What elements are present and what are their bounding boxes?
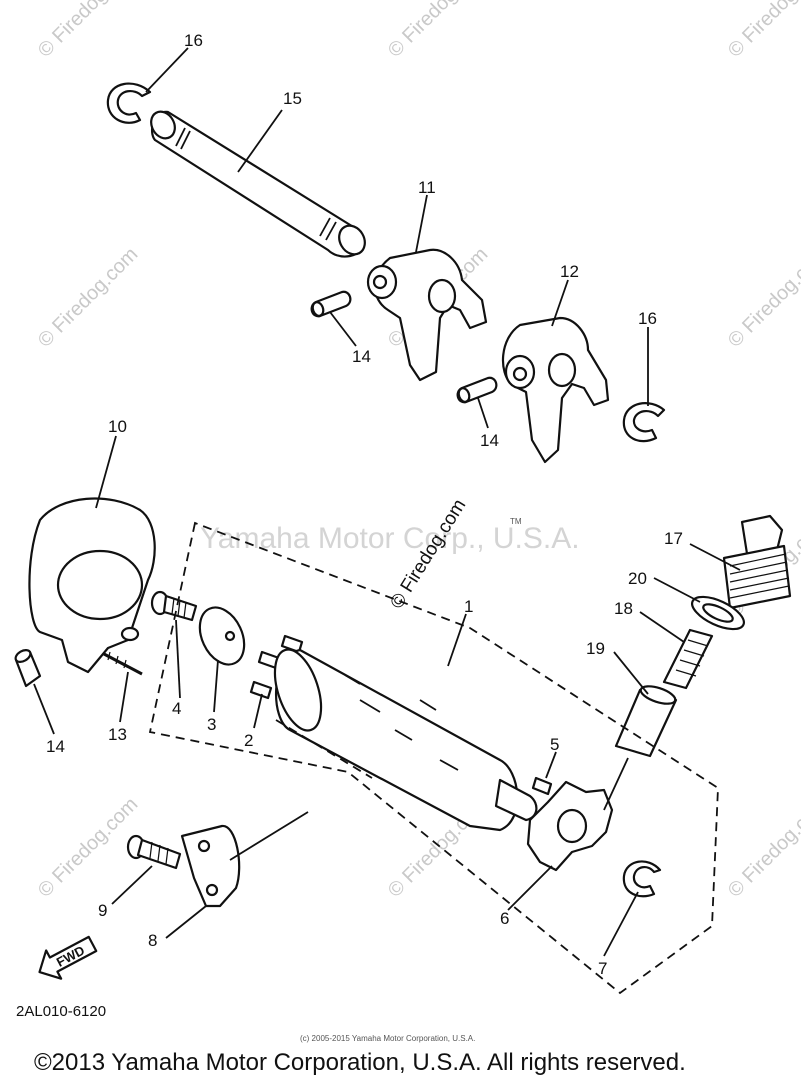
callout-1: 1: [464, 597, 473, 616]
callout-16: 16: [638, 309, 657, 328]
callout-4: 4: [172, 699, 181, 718]
callout-19: 19: [586, 639, 605, 658]
part-3-plate: [198, 606, 246, 666]
callout-14: 14: [480, 431, 499, 450]
part-6-segment: [526, 780, 614, 872]
callout-14: 14: [46, 737, 65, 756]
part-20-gasket: [691, 595, 745, 631]
part-4-screw: [150, 590, 198, 622]
watermark-site: © Firedog.com: [384, 0, 493, 62]
part-14-pin-b: [456, 376, 498, 404]
callout-16: 16: [184, 31, 203, 50]
assembly-outline: [148, 521, 719, 995]
part-5-pin: [531, 776, 553, 796]
diagram-code: 2AL010-6120: [16, 1003, 106, 1020]
part-17-plug-bolt: [722, 514, 792, 610]
callout-20: 20: [628, 569, 647, 588]
watermark-site: © Firedog.com: [34, 793, 143, 902]
part-7-circlip: [622, 860, 662, 898]
part-13-spring-pin: [103, 651, 143, 676]
callout-labels: 16 15 11 12 16 14 14 10 1 4 3 2 5 6 7 8 …: [46, 31, 683, 978]
small-copyright: (c) 2005-2015 Yamaha Motor Corporation, …: [300, 1034, 475, 1043]
watermark-site: © Firedog.com: [724, 0, 801, 62]
watermark-site: © Firedog.com: [34, 0, 143, 62]
callout-13: 13: [108, 725, 127, 744]
watermark-tm: TM: [510, 517, 522, 526]
part-16-circlip-top: [106, 82, 152, 124]
callout-9: 9: [98, 901, 107, 920]
part-9-screw: [126, 834, 182, 870]
part-10-shift-fork: [28, 497, 156, 674]
callout-7: 7: [598, 959, 607, 978]
part-14-pin-a: [310, 290, 352, 318]
callout-10: 10: [108, 417, 127, 436]
watermark-site: © Firedog.com: [724, 243, 801, 352]
callout-3: 3: [207, 715, 216, 734]
part-11-shift-fork: [366, 248, 488, 382]
part-16-circlip-right: [622, 402, 666, 443]
part-8-plate: [180, 824, 241, 908]
copyright-notice: ©2013 Yamaha Motor Corporation, U.S.A. A…: [34, 1049, 686, 1076]
callout-17: 17: [664, 529, 683, 548]
callout-5: 5: [550, 735, 559, 754]
callout-11: 11: [418, 178, 436, 197]
callout-18: 18: [614, 599, 633, 618]
fwd-arrow: FWD: [38, 935, 98, 980]
part-19-detent-pin: [614, 685, 678, 758]
watermark-owner: Yamaha Motor Corp., U.S.A.: [200, 522, 580, 555]
callout-15: 15: [283, 89, 302, 108]
part-1-shift-drum: [273, 648, 538, 832]
callout-14: 14: [352, 347, 371, 366]
callout-2: 2: [244, 731, 253, 750]
callout-6: 6: [500, 909, 509, 928]
callout-12: 12: [560, 262, 579, 281]
part-2-pins: [249, 634, 304, 700]
watermark-site: © Firedog.com: [724, 793, 801, 902]
part-18-spring: [662, 628, 714, 690]
part-12-shift-fork: [501, 316, 610, 464]
watermark-site: © Firedog.com: [34, 243, 143, 352]
part-15-shaft: [150, 110, 366, 258]
part-14-pin-c: [14, 649, 42, 688]
callout-8: 8: [148, 931, 157, 950]
assembly-outline-inner: [275, 719, 373, 779]
leader-lines: [33, 47, 741, 957]
